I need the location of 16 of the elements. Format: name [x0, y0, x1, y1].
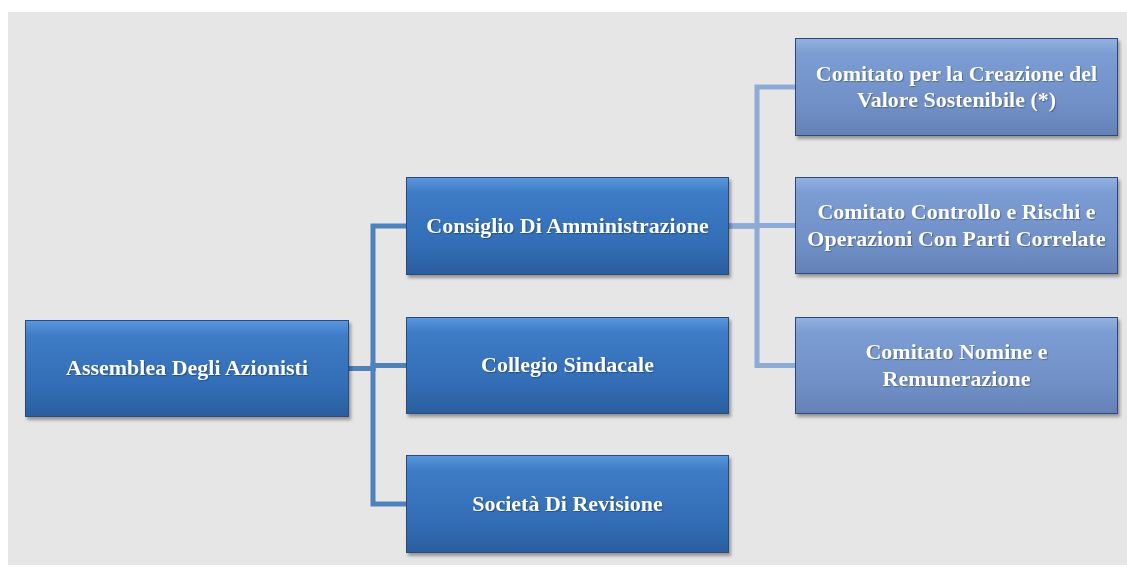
box-label: Collegio Sindacale: [481, 352, 654, 379]
org-box: [795, 38, 1118, 136]
box-label: Società Di Revisione: [472, 490, 663, 518]
org-box: [795, 317, 1118, 414]
box-label: Comitato Controllo e Rischi e Operazioni Con Parti Correlate: [806, 199, 1107, 252]
org-box: [406, 455, 729, 553]
box-label: Assemblea Degli Azionisti: [66, 355, 308, 382]
org-box: [25, 320, 349, 417]
connector-line: [349, 366, 406, 507]
box-label: Comitato per la Creazione del Valore Sostenibile (*): [814, 60, 1099, 114]
org-box: [795, 177, 1118, 274]
org-box: [406, 177, 729, 275]
box-label: Consiglio Di Amministrazione: [426, 212, 709, 240]
connector-line: [729, 223, 795, 368]
org-box: [406, 317, 729, 414]
box-label: Comitato Nomine e Remunerazione: [864, 339, 1049, 392]
